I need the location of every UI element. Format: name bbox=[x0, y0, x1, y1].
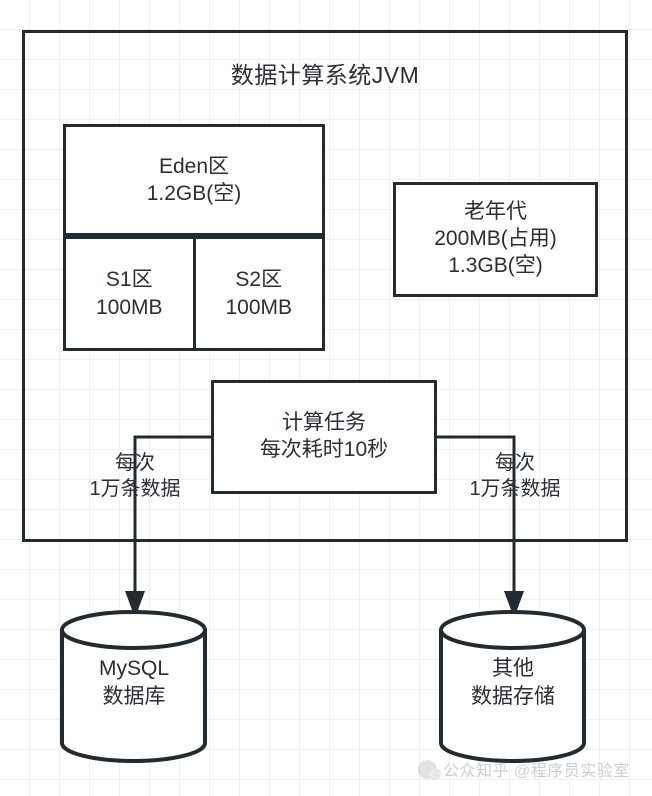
other-datastore-line2: 数据存储 bbox=[471, 685, 555, 709]
watermark: 公众知乎 @程序员实验室 bbox=[418, 752, 652, 786]
old-generation-free: 1.3GB(空) bbox=[448, 253, 543, 277]
mysql-datastore-line2: 数据库 bbox=[102, 685, 166, 709]
compute-task-name: 计算任务 bbox=[282, 411, 366, 435]
watermark-text: 公众知乎 @程序员实验室 bbox=[443, 763, 630, 780]
left-edge-label: 每次 1万条数据 bbox=[55, 450, 215, 502]
right-edge-label: 每次 1万条数据 bbox=[435, 450, 595, 502]
survivor-s1-size: 100MB bbox=[95, 295, 163, 319]
eden-region-box: Eden区 1.2GB(空) bbox=[63, 124, 325, 236]
mysql-datastore-line1: MySQL bbox=[98, 657, 169, 680]
survivor-region-s1: S1区 100MB bbox=[63, 236, 196, 351]
survivor-regions-row: S1区 100MB S2区 100MB bbox=[63, 236, 325, 351]
eden-region-name: Eden区 bbox=[158, 154, 230, 178]
survivor-region-s2: S2区 100MB bbox=[192, 236, 325, 351]
right-connector-arrowhead bbox=[504, 591, 524, 618]
survivor-s1-name: S1区 bbox=[105, 268, 153, 292]
right-edge-label-line2: 1万条数据 bbox=[469, 478, 561, 500]
right-edge-label-line1: 每次 bbox=[495, 452, 535, 474]
left-edge-label-line1: 每次 bbox=[115, 452, 155, 474]
survivor-s2-name: S2区 bbox=[235, 268, 283, 292]
compute-task-box: 计算任务 每次耗时10秒 bbox=[211, 380, 437, 494]
left-edge-label-line2: 1万条数据 bbox=[89, 478, 181, 500]
survivor-s2-size: 100MB bbox=[225, 295, 293, 319]
jvm-title: 数据计算系统JVM bbox=[230, 62, 420, 88]
wechat-icon bbox=[418, 759, 441, 780]
old-generation-used: 200MB(占用) bbox=[434, 227, 557, 251]
other-datastore-line1: 其他 bbox=[492, 657, 534, 680]
eden-region-size: 1.2GB(空) bbox=[146, 182, 242, 205]
old-generation-box: 老年代 200MB(占用) 1.3GB(空) bbox=[393, 182, 598, 297]
mysql-datastore-label: MySQL 数据库 bbox=[62, 655, 206, 712]
young-generation-group: Eden区 1.2GB(空) S1区 100MB S2区 100MB bbox=[63, 124, 325, 351]
other-datastore-label: 其他 数据存储 bbox=[441, 655, 585, 712]
left-connector-arrowhead bbox=[125, 591, 145, 618]
jvm-container: 数据计算系统JVM bbox=[22, 30, 628, 542]
compute-task-detail: 每次耗时10秒 bbox=[259, 438, 389, 461]
old-generation-name: 老年代 bbox=[464, 200, 527, 224]
